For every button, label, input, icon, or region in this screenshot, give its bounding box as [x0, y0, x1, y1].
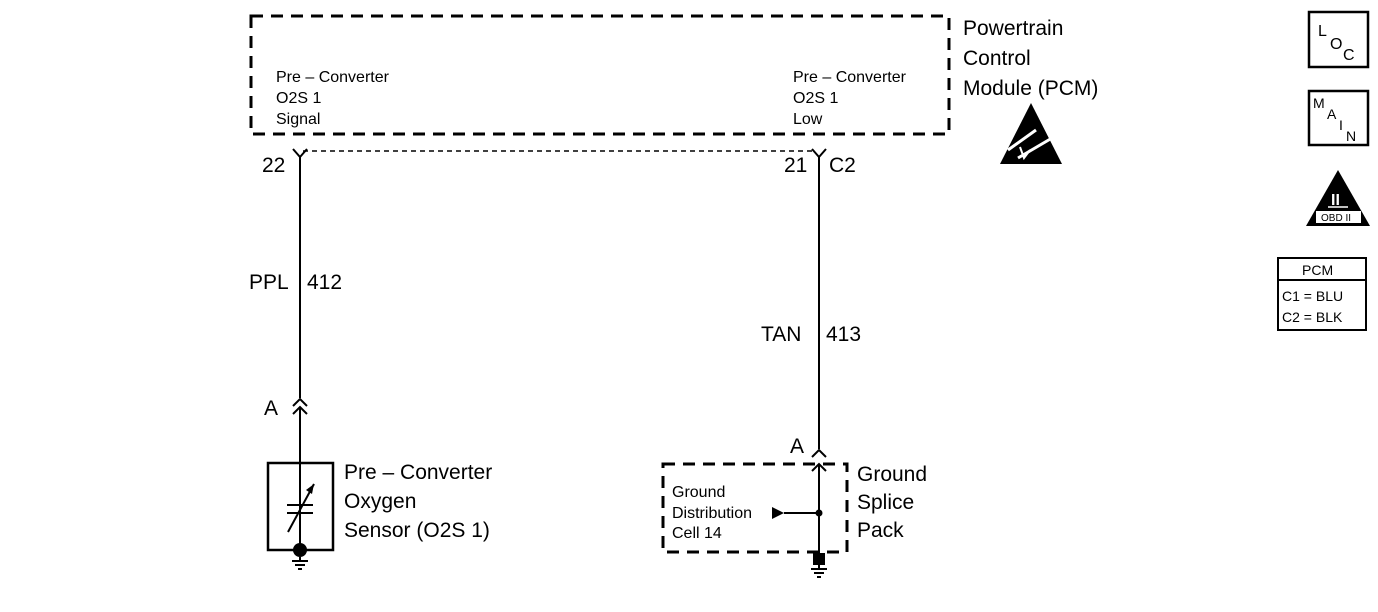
svg-text:O: O [1330, 36, 1342, 53]
esd-warning-icon [1000, 103, 1062, 164]
variable-resistor-icon [287, 483, 315, 533]
obd-ii-icon[interactable]: II OBD II [1306, 170, 1370, 226]
wire-tan-color: TAN [761, 323, 801, 346]
svg-text:N: N [1346, 128, 1356, 144]
svg-text:M: M [1313, 95, 1325, 111]
pcm-title: Powertrain Control Module (PCM) [963, 17, 1098, 100]
ground-terminal-block [813, 553, 825, 565]
loc-icon[interactable]: L O C [1307, 10, 1370, 69]
connector-table-header: PCM [1302, 262, 1333, 278]
sensor-ground-node [293, 543, 307, 557]
sensor-connector-a-label: A [264, 397, 278, 420]
ground-splice-pack-box [661, 462, 849, 554]
pcm-low-circuit-label: Pre – Converter O2S 1 Low [793, 69, 910, 128]
ground-splice-node [815, 509, 823, 517]
pin-21-label: 21 [784, 154, 807, 177]
svg-text:II: II [1331, 192, 1340, 209]
connector-c2-label: C2 [829, 154, 856, 177]
ground-connector-a-label: A [790, 435, 804, 458]
pcm-connector-table: PCM C1 = BLU C2 = BLK [1277, 257, 1367, 331]
ground-splice-ground-icon [811, 565, 827, 578]
pcm-module-box [249, 14, 951, 136]
svg-text:I: I [1339, 117, 1343, 133]
pin-22-label: 22 [262, 154, 285, 177]
connector-table-row: C2 = BLK [1282, 309, 1343, 325]
pin-21-connector [811, 148, 827, 159]
wire-ppl-color: PPL [249, 271, 289, 294]
ground-distribution-cell-label: Ground Distribution Cell 14 [672, 484, 756, 542]
pin-22-connector [292, 148, 308, 159]
pcm-signal-circuit-label: Pre – Converter O2S 1 Signal [276, 69, 393, 128]
svg-text:OBD II: OBD II [1321, 213, 1351, 224]
svg-text:A: A [1327, 106, 1337, 122]
main-icon[interactable]: M A I N [1307, 89, 1370, 147]
svg-text:L: L [1318, 23, 1327, 40]
wire-412-circuit: 412 [307, 271, 342, 294]
connector-table-row: C1 = BLU [1282, 288, 1343, 304]
oxygen-sensor-label: Pre – Converter Oxygen Sensor (O2S 1) [344, 461, 498, 542]
wire-413-circuit: 413 [826, 323, 861, 346]
sensor-ground-icon [292, 557, 308, 570]
ground-splice-pack-label: Ground Splice Pack [857, 463, 933, 542]
ground-distribution-arrow [772, 507, 784, 519]
svg-text:C: C [1343, 47, 1355, 64]
